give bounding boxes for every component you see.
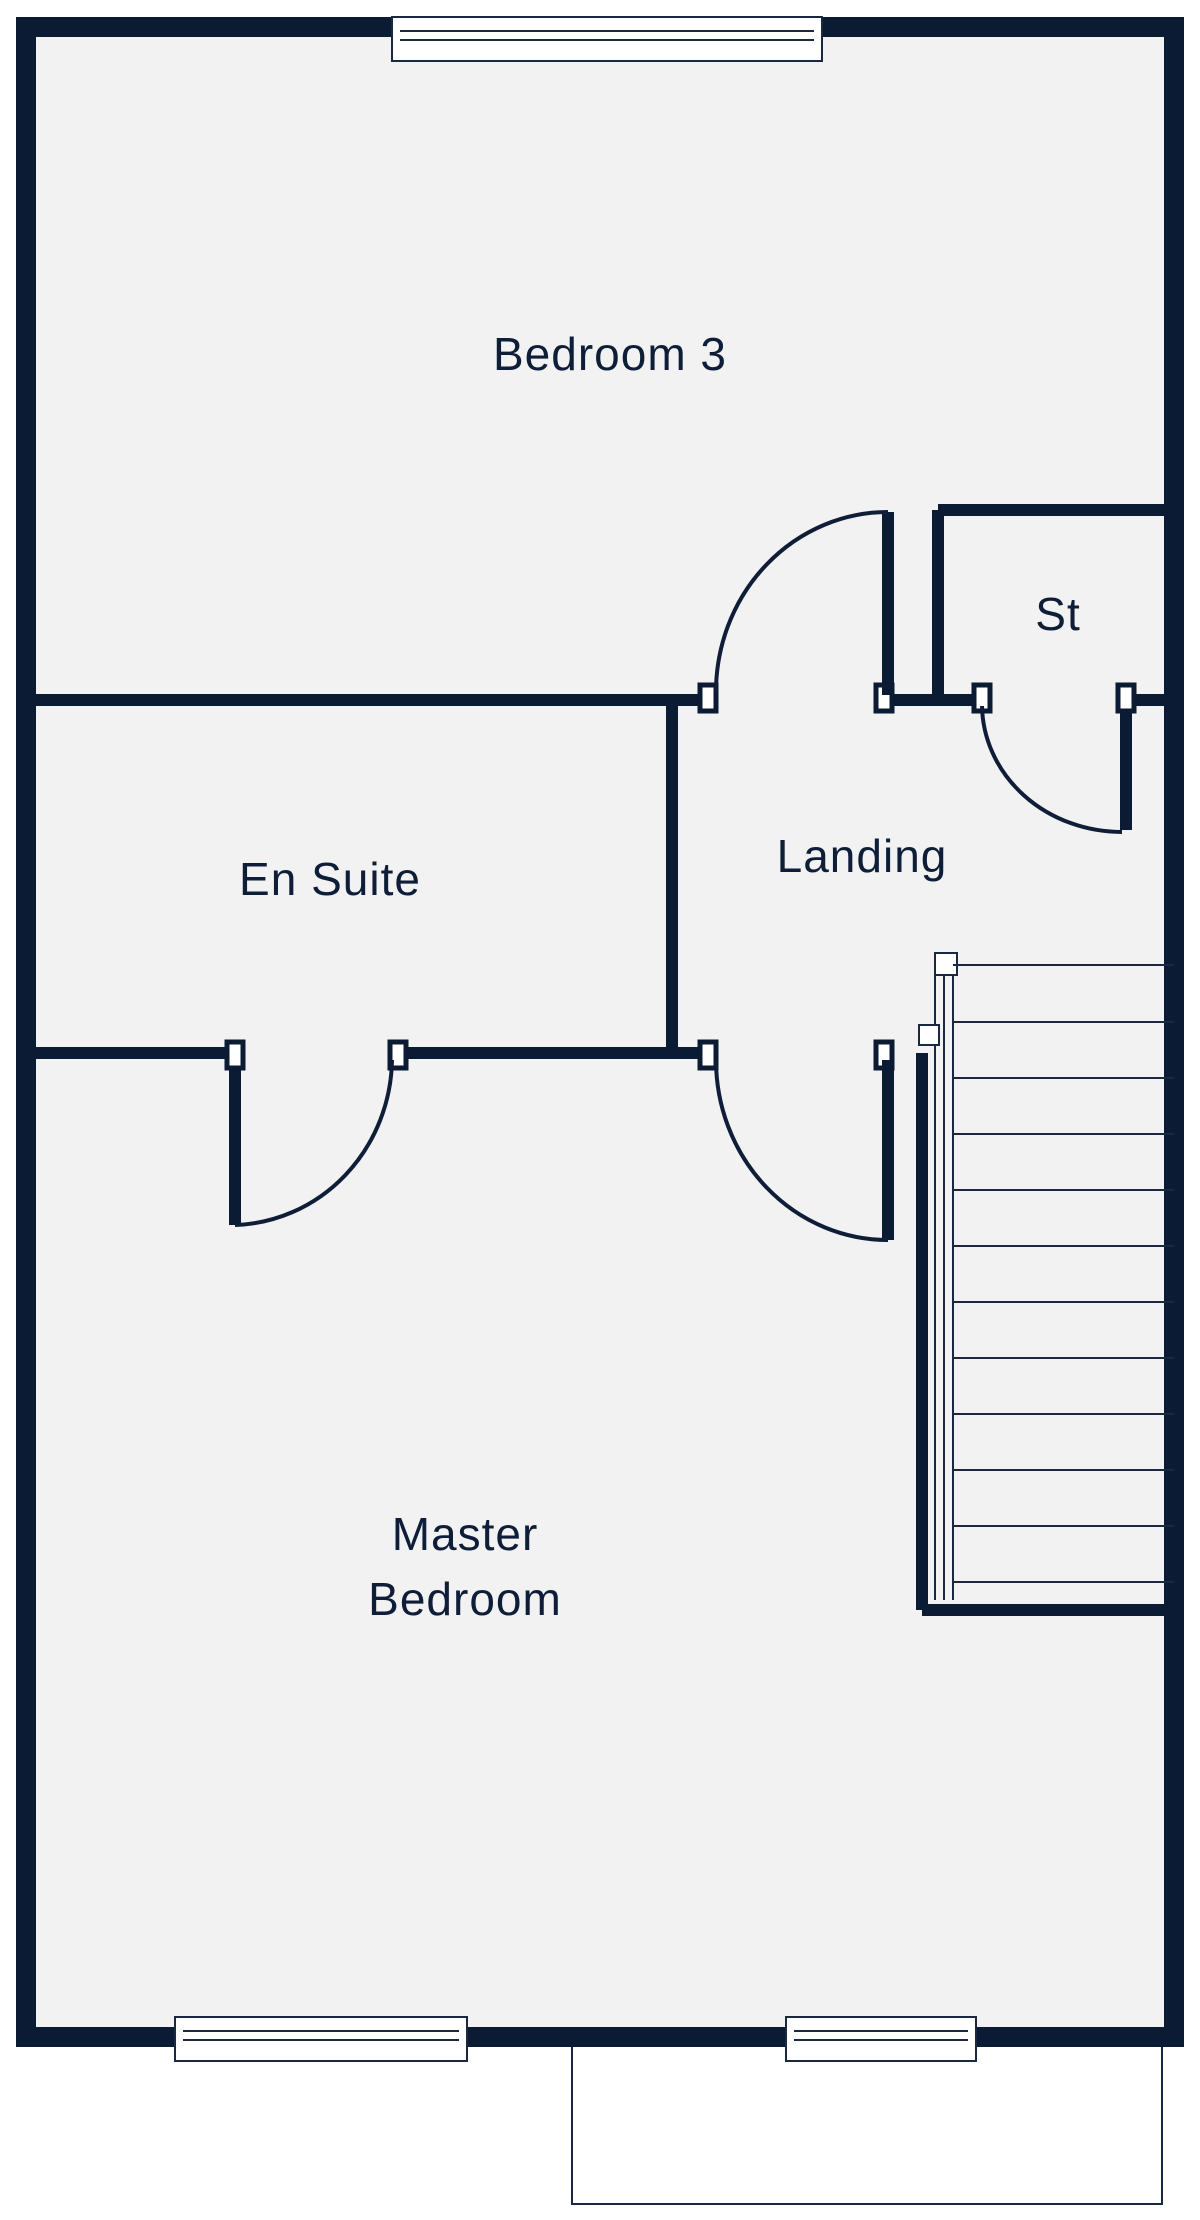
window-top	[391, 16, 823, 62]
staircase	[918, 952, 1174, 1600]
window-bottom-left	[174, 2016, 468, 2062]
balcony	[571, 2036, 1163, 2205]
door-swings	[234, 510, 1123, 1242]
window-bottom-right	[785, 2016, 977, 2062]
room-label-master-line-2: Bedroom	[368, 1573, 562, 1625]
room-label-store: St	[1035, 588, 1080, 640]
room-label-landing: Landing	[777, 830, 948, 882]
room-label-master-line-1: Master	[392, 1508, 539, 1560]
room-label-en-suite: En Suite	[239, 853, 421, 905]
room-label-bedroom-3: Bedroom 3	[493, 328, 727, 380]
door-posts	[224, 682, 1137, 1071]
floor-area	[26, 37, 1174, 2037]
